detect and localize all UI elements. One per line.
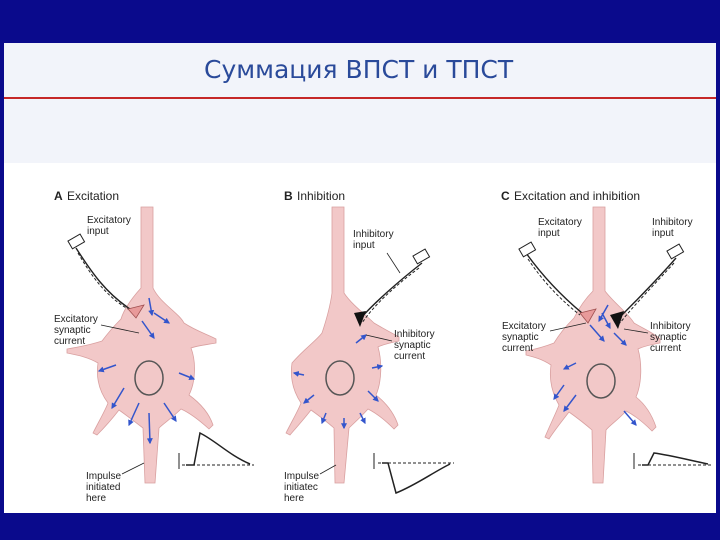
excitatory-input-label-a: Excitatory input: [87, 215, 134, 237]
inhibitory-axon-c: [618, 258, 676, 319]
panel-a: A Excitation: [54, 189, 254, 504]
neuron-body-b: [286, 207, 399, 483]
leader-line-b1: [387, 253, 400, 273]
inhibitory-input-label-b: Inhibitory input: [353, 229, 396, 251]
panel-a-heading: Excitation: [67, 189, 119, 203]
leader-line-a2: [122, 463, 144, 474]
ipsp-trace-b: [374, 453, 454, 493]
inhibitory-current-label-c: Inhibitory synaptic current: [650, 321, 693, 354]
neuron-body-a: [67, 207, 216, 483]
epsp-trace-a: [179, 433, 254, 469]
panel-c-heading: Excitation and inhibition: [514, 189, 640, 203]
inhibitory-current-label-b: Inhibitory synaptic current: [394, 329, 437, 362]
panel-c: C Excitation and inhibition: [501, 189, 712, 483]
impulse-label-b: Impulse initiatec here: [284, 471, 322, 504]
electrode-icon: [519, 242, 536, 257]
electrode-icon: [413, 249, 430, 264]
panel-b: B Inhibition: [284, 189, 454, 504]
panel-a-letter: A: [54, 189, 63, 203]
excitatory-current-label-a: Excitatory synaptic current: [54, 314, 101, 347]
electrode-icon: [68, 234, 85, 249]
excitatory-axon-c: [526, 253, 582, 313]
excitatory-input-label-c: Excitatory input: [538, 217, 585, 239]
summed-trace-c: [634, 453, 712, 469]
header-band: Суммация ВПСТ и ТПСТ: [4, 43, 716, 163]
panel-b-heading: Inhibition: [297, 189, 345, 203]
current-arrow-icon: [149, 413, 150, 443]
neuron-diagram: A Excitation: [4, 163, 716, 513]
leader-line-b3: [320, 465, 336, 474]
inhibitory-current-path-c: [620, 263, 674, 323]
panel-c-letter: C: [501, 189, 510, 203]
figure: A Excitation: [4, 163, 716, 513]
current-path-b: [362, 268, 419, 323]
neuron-body-c: [526, 207, 660, 483]
title-rule: [4, 97, 716, 99]
impulse-label-a: Impulse initiated here: [86, 471, 124, 504]
panel-b-letter: B: [284, 189, 293, 203]
electrode-icon: [667, 244, 684, 259]
inhibitory-input-label-c: Inhibitory input: [652, 217, 695, 239]
slide: Суммация ВПСТ и ТПСТ A Excitation: [4, 43, 716, 513]
slide-title: Суммация ВПСТ и ТПСТ: [204, 55, 513, 84]
excitatory-axon-a: [76, 248, 130, 309]
